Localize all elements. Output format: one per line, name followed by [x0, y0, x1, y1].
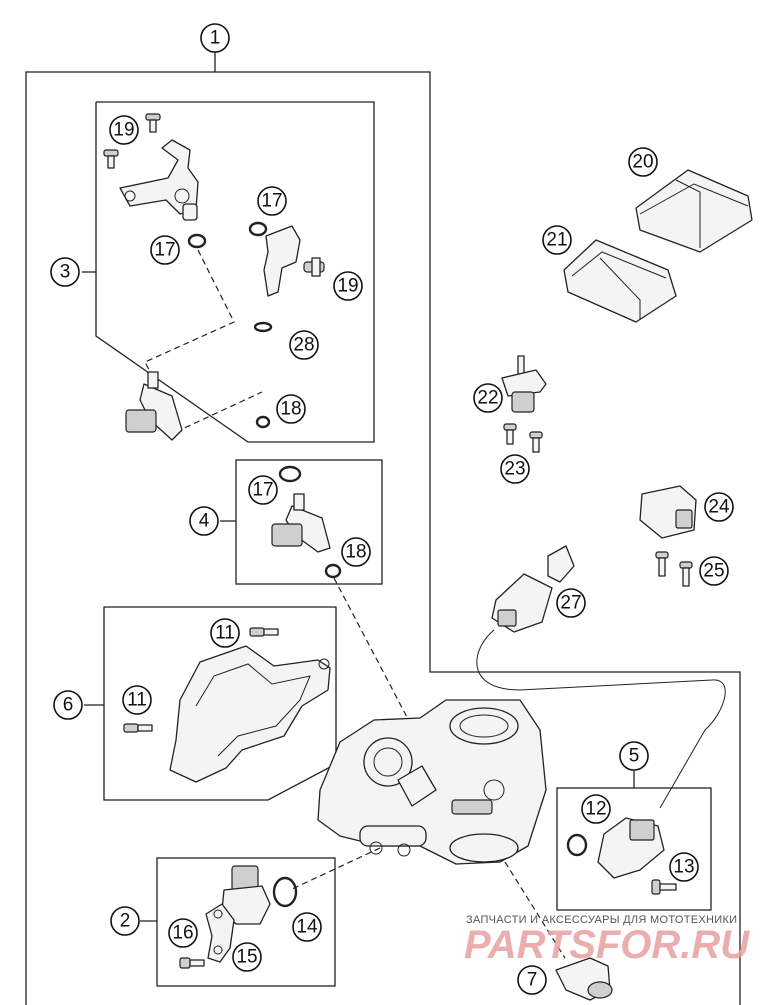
- sensor-5: [597, 817, 665, 879]
- callout-label: 27: [560, 593, 581, 614]
- callout-11a: 11: [210, 618, 240, 648]
- callout-19b: 19: [333, 271, 363, 301]
- watermark-brand: PARTSFOR.RU: [464, 923, 750, 967]
- sensor-27: [491, 545, 575, 633]
- callout-4: 4: [189, 506, 219, 536]
- ecu-20: [635, 169, 753, 253]
- callout-label: 12: [585, 799, 606, 820]
- callout-label: 25: [703, 561, 724, 582]
- callout-label: 2: [120, 911, 131, 932]
- callout-21: 21: [542, 225, 572, 255]
- callout-6: 6: [53, 690, 83, 720]
- o-ring-12: [566, 833, 588, 857]
- callout-label: 19: [337, 276, 358, 297]
- callout-7: 7: [517, 965, 547, 995]
- connection-lines: [144, 249, 726, 959]
- callout-17c: 17: [248, 475, 278, 505]
- connector-24: [639, 485, 697, 539]
- callout-20: 20: [628, 147, 658, 177]
- callout-label: 20: [632, 152, 653, 173]
- callout-2: 2: [110, 906, 140, 936]
- callout-label: 11: [215, 623, 235, 644]
- o-ring-17c: [278, 465, 302, 483]
- watermark-subtitle: ЗАПЧАСТИ И АКСЕССУАРЫ ДЛЯ МОТОТЕХНИКИ: [466, 914, 737, 926]
- callout-label: 22: [477, 388, 498, 409]
- main-assembly-frame: [25, 52, 741, 1005]
- o-ring-18a: [255, 415, 271, 429]
- injector-4: [271, 493, 331, 553]
- o-ring-18b: [324, 563, 342, 579]
- callout-16: 16: [168, 918, 198, 948]
- callout-3: 3: [50, 257, 80, 287]
- callout-15: 15: [232, 942, 262, 972]
- callout-label: 19: [113, 120, 134, 141]
- callout-25: 25: [699, 556, 729, 586]
- sensor-22: [501, 355, 547, 413]
- screw-13: [651, 879, 677, 895]
- callout-label: 17: [261, 191, 282, 212]
- callout-label: 28: [293, 335, 314, 356]
- ecu-21: [563, 239, 677, 323]
- bracket-15: [205, 903, 235, 963]
- callout-label: 13: [673, 857, 694, 878]
- callout-28: 28: [289, 330, 319, 360]
- callout-22: 22: [473, 383, 503, 413]
- callout-label: 17: [252, 480, 273, 501]
- screw-16: [179, 957, 205, 969]
- screws-25: [655, 551, 693, 587]
- watermark: ЗАПЧАСТИ И АКСЕССУАРЫ ДЛЯ МОТОТЕХНИКИ PA…: [464, 914, 750, 967]
- screws-11: [123, 627, 279, 733]
- callout-label: 15: [236, 947, 257, 968]
- pressure-fitting: [263, 225, 325, 297]
- callout-label: 6: [63, 695, 74, 716]
- o-ring-17a: [187, 233, 207, 249]
- callout-label: 21: [546, 230, 567, 251]
- callout-label: 11: [127, 690, 147, 711]
- callout-label: 18: [345, 542, 366, 563]
- screw-19a: [103, 113, 161, 169]
- callout-label: 14: [296, 917, 318, 938]
- callout-label: 18: [280, 399, 301, 420]
- o-ring-28: [253, 321, 273, 333]
- callout-label: 4: [199, 511, 210, 532]
- callout-label: 24: [708, 497, 730, 518]
- callout-19a: 19: [109, 115, 139, 145]
- callout-11b: 11: [122, 685, 152, 715]
- callout-17a: 17: [150, 235, 180, 265]
- callout-18b: 18: [341, 537, 371, 567]
- o-ring-14: [272, 876, 298, 908]
- cover-box: [84, 606, 337, 801]
- callout-label: 16: [172, 923, 193, 944]
- injector-3: [125, 371, 183, 441]
- callout-18a: 18: [276, 394, 306, 424]
- injector-box: [220, 459, 383, 585]
- throttle-body: [317, 699, 547, 865]
- callout-label: 1: [210, 28, 221, 49]
- fuel-rail: [119, 139, 199, 221]
- callout-17b: 17: [257, 186, 287, 216]
- sensor-box: [556, 771, 712, 911]
- callout-label: 3: [60, 262, 71, 283]
- throttle-cover: [169, 645, 331, 783]
- callout-23: 23: [500, 454, 530, 484]
- injector-set-box: [82, 101, 375, 443]
- callout-label: 5: [629, 746, 640, 767]
- callout-1: 1: [200, 23, 230, 53]
- sensor-2: [221, 865, 271, 925]
- callout-13: 13: [669, 852, 699, 882]
- callout-label: 7: [527, 970, 538, 991]
- callout-label: 17: [154, 240, 175, 261]
- callout-12: 12: [581, 794, 611, 824]
- screws-23: [503, 423, 543, 453]
- callout-27: 27: [556, 588, 586, 618]
- bracket-sensor-box: [140, 857, 336, 987]
- idle-valve-7: [555, 957, 613, 1001]
- o-ring-17b: [248, 221, 268, 237]
- callout-label: 23: [504, 459, 525, 480]
- callout-14: 14: [292, 912, 322, 942]
- callout-5: 5: [619, 741, 649, 771]
- callout-24: 24: [704, 492, 734, 522]
